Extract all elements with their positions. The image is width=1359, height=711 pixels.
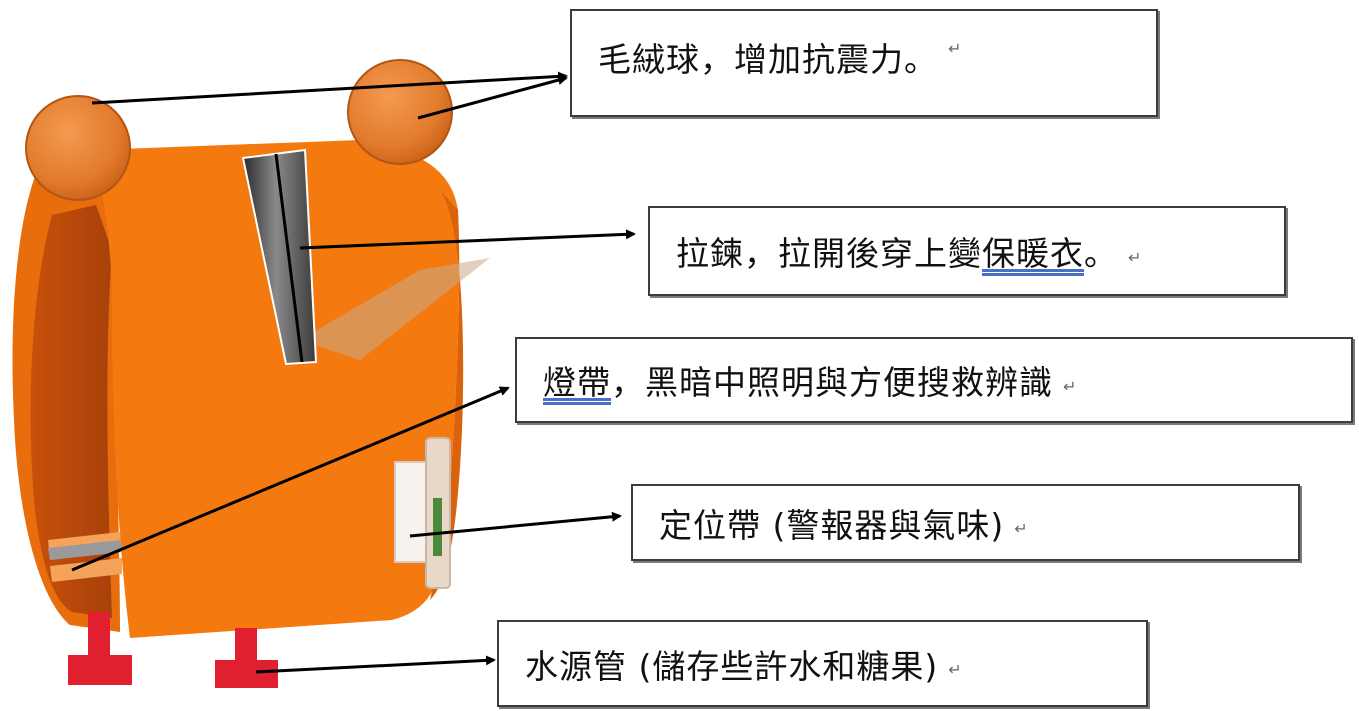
paragraph-mark: ↵ <box>948 660 963 679</box>
zipper-label-end: 。 <box>1084 234 1118 273</box>
arrow-light-strip <box>71 386 510 572</box>
paragraph-mark: ↵ <box>1128 247 1143 267</box>
locator-label: 定位帶 (警報器與氣味) <box>659 505 1005 545</box>
arrow-pompom-right <box>417 75 568 120</box>
callout-water-tube: 水源管 (儲存些許水和糖果) ↵ <box>497 620 1148 707</box>
callout-locator-text: 定位帶 (警報器與氣味) ↵ <box>633 486 1298 559</box>
reflective-strip-band <box>48 540 122 560</box>
vest-right-side <box>430 190 464 600</box>
callout-light-strip: 燈帶，黑暗中照明與方便搜救辨識 ↵ <box>515 337 1353 423</box>
callout-locator: 定位帶 (警報器與氣味) ↵ <box>631 484 1300 561</box>
light-strip-label-underlined: 燈帶 <box>543 363 611 402</box>
vest-front-body <box>92 140 460 638</box>
pompom-left <box>25 95 131 201</box>
callout-zipper: 拉鍊，拉開後穿上變保暖衣。 ↵ <box>648 206 1286 296</box>
water-tube-label: 水源管 (儲存些許水和糖果) <box>525 646 939 686</box>
vest-inner-lining <box>30 205 113 618</box>
reflective-strip-lower <box>50 558 122 582</box>
zipper-line <box>274 153 304 363</box>
arrow-pompom-left <box>91 71 568 105</box>
callout-pompom-text: 毛絨球，增加抗震力。 ↵ <box>572 11 1156 115</box>
light-strip-label: ，黑暗中照明與方便搜救辨識 <box>611 363 1053 402</box>
arrow-locator <box>409 511 622 538</box>
arrow-water-tube <box>255 655 496 674</box>
paragraph-mark: ↵ <box>948 39 963 58</box>
pompom-label: 毛絨球，增加抗震力。 <box>598 40 938 79</box>
zipper-label-underlined: 保暖衣 <box>982 234 1084 273</box>
callout-pompom: 毛絨球，增加抗震力。 ↵ <box>570 9 1158 117</box>
collar-shadow <box>300 258 490 360</box>
zipper <box>241 148 318 366</box>
water-tube-right <box>215 628 278 688</box>
paragraph-mark: ↵ <box>1063 376 1078 396</box>
arrow-zipper <box>299 229 636 250</box>
paragraph-mark: ↵ <box>1014 519 1029 538</box>
callout-zipper-text: 拉鍊，拉開後穿上變保暖衣。 ↵ <box>650 208 1284 294</box>
locator-device <box>433 498 442 556</box>
callout-light-strip-text: 燈帶，黑暗中照明與方便搜救辨識 ↵ <box>517 339 1351 421</box>
zipper-label: 拉鍊，拉開後穿上變 <box>676 234 982 273</box>
callout-water-tube-text: 水源管 (儲存些許水和糖果) ↵ <box>499 622 1146 705</box>
water-tube-left <box>68 612 132 685</box>
